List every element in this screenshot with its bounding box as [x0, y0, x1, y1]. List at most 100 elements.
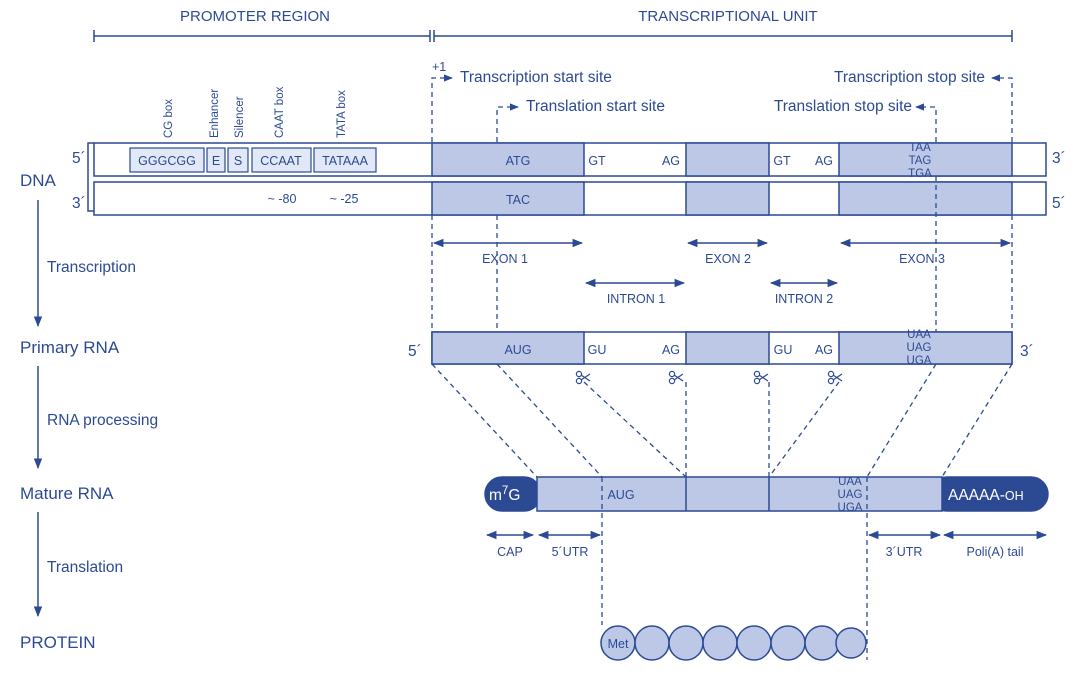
- rna-exon2: [685, 331, 770, 365]
- amino-acid: [702, 625, 738, 661]
- rna-exon1: [431, 331, 585, 365]
- dna-bottom-right: 5´: [1052, 195, 1066, 212]
- translation-step: Translation: [47, 559, 123, 576]
- caat-position: ~ -80: [268, 192, 297, 206]
- scissors-icon: [827, 370, 843, 385]
- enhancer-seq: E: [212, 154, 220, 168]
- silencer-seq: S: [234, 154, 242, 168]
- utr5-label: 5´UTR: [552, 545, 589, 559]
- transcription-start-label: Transcription start site: [460, 69, 612, 86]
- mature-rna-strand: [536, 476, 943, 512]
- amino-acid: [668, 625, 704, 661]
- dna-label: DNA: [20, 171, 57, 190]
- rna-to-mature-guides: [431, 363, 1013, 478]
- dna-top-right: 3´: [1052, 150, 1066, 167]
- mature-rna-label: Mature RNA: [20, 484, 114, 503]
- cg-box-seq: GGGCGG: [138, 154, 196, 168]
- protein-label: PROTEIN: [20, 633, 96, 652]
- region-spans: CAP 5´UTR 3´UTR Poli(A) tail: [485, 530, 1048, 559]
- dna-intron1-gt: GT: [588, 154, 606, 168]
- header: PROMOTER REGION TRANSCRIPTIONAL UNIT: [93, 8, 1013, 42]
- tata-box-seq: TATAAA: [322, 154, 369, 168]
- primary-rna-label: Primary RNA: [20, 338, 120, 357]
- primary-rna-3prime: 3´: [1020, 343, 1034, 360]
- rna-intron1-ag: AG: [662, 343, 680, 357]
- caat-box-seq: CCAAT: [260, 154, 302, 168]
- dna-intron1-ag: AG: [662, 154, 680, 168]
- unit-bracket: [433, 30, 1013, 42]
- dna-top-left: 5´: [72, 150, 86, 167]
- dna-exon2-bottom: [685, 181, 770, 216]
- dna-atg: ATG: [506, 154, 531, 168]
- tl-start-arrow: [496, 103, 519, 142]
- tl-stop-arrow: [915, 103, 937, 142]
- dna-bottom-left: 3´: [72, 195, 86, 212]
- intron2-label: INTRON 2: [775, 292, 833, 306]
- rna-stop-codon: UAG: [907, 342, 932, 354]
- enhancer-box: [206, 147, 226, 173]
- met-label: Met: [608, 637, 629, 651]
- cap-region-label: CAP: [497, 545, 523, 559]
- tata-box: [313, 147, 377, 173]
- exon1-label: EXON 1: [482, 252, 528, 266]
- rna-intron1-gu: GU: [588, 343, 607, 357]
- silencer-label: Silencer: [234, 96, 246, 138]
- plus-one-label: +1: [432, 60, 446, 74]
- dna-exon3-top: [838, 142, 1013, 177]
- mature-aug: AUG: [607, 488, 634, 502]
- dna-to-rna-guides: [431, 176, 1013, 332]
- exon3-label: EXON 3: [899, 252, 945, 266]
- rna-stop-codon: UGA: [907, 355, 932, 367]
- dna-exon3-bottom: [838, 181, 1013, 216]
- caat-box: [251, 147, 312, 173]
- dna-strands: DNA 5´ 3´ 3´ 5´ GGGCGG E S CCAAT TATAAA …: [20, 142, 1066, 216]
- rna-aug: AUG: [504, 343, 531, 357]
- dna-stop-codon: TGA: [908, 168, 932, 180]
- silencer-box: [227, 147, 249, 173]
- scissors-icon: [668, 370, 684, 385]
- primary-rna: 5´ 3´ AUG GU AG GU AG UAA UAG UGA: [408, 329, 1034, 367]
- primary-rna-5prime: 5´: [408, 343, 422, 360]
- tx-stop-arrow: [991, 74, 1013, 142]
- cg-box: [129, 147, 205, 173]
- enhancer-label: Enhancer: [209, 89, 221, 138]
- splice-sites: [575, 370, 843, 385]
- amino-acid: [634, 625, 670, 661]
- rna-intron2-ag: AG: [815, 343, 833, 357]
- promoter-bracket: [93, 30, 431, 42]
- scissors-icon: [575, 370, 591, 385]
- dna-exon1-bottom: [431, 181, 585, 216]
- rna-stop-codon: UAA: [907, 329, 931, 341]
- dna-tac: TAC: [506, 193, 530, 207]
- dna-intron2-ag: AG: [815, 154, 833, 168]
- cap-text: m7G: [489, 485, 520, 504]
- mature-stop-codon: UAA: [838, 476, 862, 488]
- scissors-icon: [753, 370, 769, 385]
- amino-acid: [835, 627, 867, 659]
- mature-stop-codon: UGA: [838, 502, 863, 514]
- process-flow: Transcription Primary RNA RNA processing…: [20, 200, 158, 652]
- utr3-label: 3´UTR: [886, 545, 923, 559]
- rna-exon3: [838, 331, 1013, 365]
- amino-acid: [736, 625, 772, 661]
- translation-start-label: Translation start site: [526, 98, 665, 115]
- promoter-region-title: PROMOTER REGION: [180, 8, 330, 25]
- dna-intron2-gt: GT: [773, 154, 791, 168]
- tx-start-arrow: [431, 74, 453, 142]
- dna-brace: [87, 142, 94, 212]
- intron1-label: INTRON 1: [607, 292, 665, 306]
- dna-stop-codon: TAA: [909, 142, 931, 154]
- caat-box-label: CAAT box: [274, 86, 286, 138]
- dna-stop-codon: TAG: [909, 155, 932, 167]
- cg-box-label: CG box: [163, 99, 175, 138]
- mature-rna: m7G AAAAA-OH AUG UAA UAG UGA: [484, 476, 1049, 514]
- tata-box-label: TATA box: [336, 90, 348, 138]
- dna-exon1-top: [431, 142, 585, 177]
- polya-text: AAAAA-OH: [948, 487, 1024, 504]
- translation-stop-label: Translation stop site: [774, 98, 912, 115]
- rna-intron2-gu: GU: [774, 343, 793, 357]
- exon2-label: EXON 2: [705, 252, 751, 266]
- promoter-labels: CG box Enhancer Silencer CAAT box TATA b…: [163, 86, 348, 138]
- transcriptional-unit-title: TRANSCRIPTIONAL UNIT: [638, 8, 817, 25]
